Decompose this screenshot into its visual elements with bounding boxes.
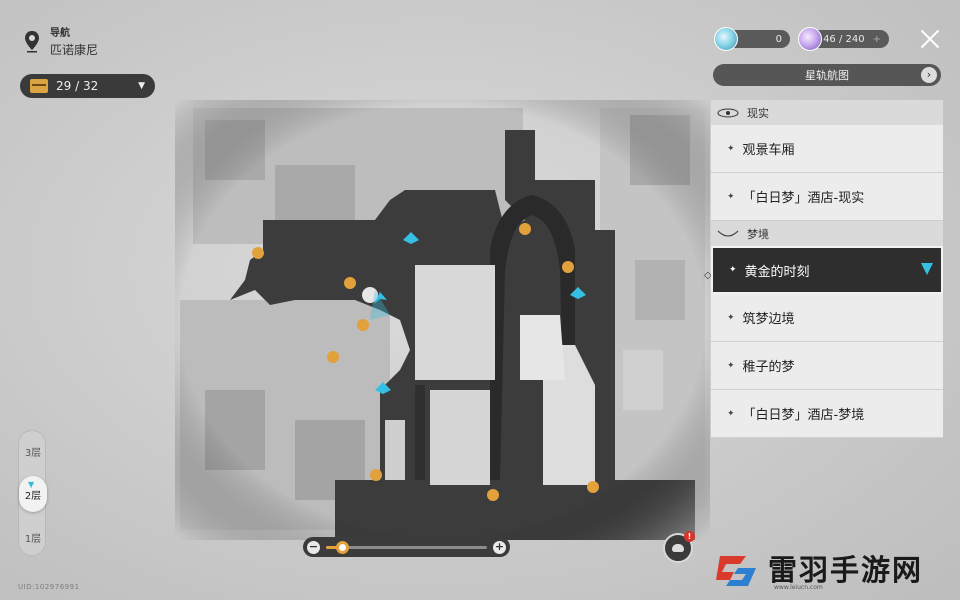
teleport-waypoint-icon [375, 232, 586, 394]
current-floor-arrow-icon: ▼ [28, 480, 35, 489]
trailblaze-power-value: 46 / 240 [823, 33, 865, 45]
bullet-icon: ✦ [727, 360, 735, 371]
caret-down-icon: ▼ [138, 81, 145, 91]
category-reality: 现实 [711, 100, 943, 125]
floor-1-button[interactable]: 1层 [24, 533, 42, 545]
bullet-icon: ✦ [729, 265, 737, 275]
npc-marker-icon [252, 223, 599, 501]
location-item[interactable]: ✦「白日梦」酒店-现实 [711, 173, 943, 221]
zoom-knob[interactable] [336, 540, 350, 554]
location-list-panel: 现实 ✦观景车厢 ✦「白日梦」酒店-现实 梦境 ✦黄金的时刻 ✦筑梦边境 ✦稚子… [711, 100, 943, 540]
selection-pointer-icon: ◇ [704, 270, 712, 281]
bullet-icon: ✦ [727, 143, 735, 154]
add-power-icon[interactable]: + [872, 33, 881, 45]
treasure-chest-icon [30, 79, 48, 93]
floor-3-button[interactable]: 3层 [24, 447, 42, 459]
location-item-active[interactable]: ✦黄金的时刻 [711, 246, 943, 294]
location-item[interactable]: ✦筑梦边境 [711, 294, 943, 342]
zoom-in-button[interactable]: + [493, 539, 506, 554]
watermark-url: www.leiucn.com [774, 584, 823, 591]
watermark: 雷羽手游网 www.leiucn.com [712, 540, 960, 600]
bullet-icon: ✦ [727, 312, 735, 323]
location-name: 匹诺康尼 [50, 43, 99, 57]
location-pin-icon [25, 31, 39, 53]
uid-label: UID:102976991 [18, 583, 80, 591]
player-marker-icon [370, 290, 390, 320]
zoom-track[interactable] [326, 540, 487, 554]
bullet-icon: ✦ [727, 191, 735, 202]
header-title: 导航 [50, 28, 70, 39]
robot-assistant-button[interactable]: ! [663, 531, 695, 563]
close-icon[interactable] [918, 27, 942, 51]
chevron-right-icon: › [921, 67, 937, 83]
zoom-fill [326, 545, 343, 549]
chest-counter-dropdown[interactable]: 29 / 32 ▼ [20, 74, 155, 98]
category-dreamscape: 梦境 [711, 221, 943, 246]
location-item[interactable]: ✦观景车厢 [711, 125, 943, 173]
location-item[interactable]: ✦稚子的梦 [711, 342, 943, 390]
stellar-jade-counter[interactable]: 0 [714, 27, 790, 51]
dream-arc-icon [717, 229, 739, 239]
map-svg [175, 100, 710, 540]
map-canvas[interactable] [175, 100, 710, 540]
star-rail-map-label: 星轨航图 [805, 69, 849, 82]
watermark-logo-icon [716, 556, 756, 586]
zoom-out-button[interactable]: − [307, 539, 320, 554]
stellar-jade-icon [714, 27, 738, 51]
trailblaze-power-counter[interactable]: 46 / 240 + [798, 27, 889, 51]
bullet-icon: ✦ [727, 408, 735, 419]
watermark-text: 雷羽手游网 [768, 553, 924, 587]
selected-arrow-icon [921, 263, 933, 275]
zoom-slider[interactable]: − + [303, 537, 510, 557]
eye-icon [717, 108, 739, 118]
floor-selector[interactable]: 3层 ▼ 2层 1层 [18, 430, 47, 556]
trailblaze-power-icon [798, 27, 822, 51]
notification-badge: ! [684, 531, 695, 542]
floor-2-button[interactable]: ▼ 2层 [19, 476, 47, 512]
navigation-header: 导航 匹诺康尼 [22, 24, 98, 58]
stellar-jade-value: 0 [775, 33, 782, 45]
location-item[interactable]: ✦「白日梦」酒店-梦境 [711, 390, 943, 438]
star-rail-map-button[interactable]: 星轨航图 › [713, 64, 941, 86]
chest-count: 29 / 32 [56, 79, 99, 93]
